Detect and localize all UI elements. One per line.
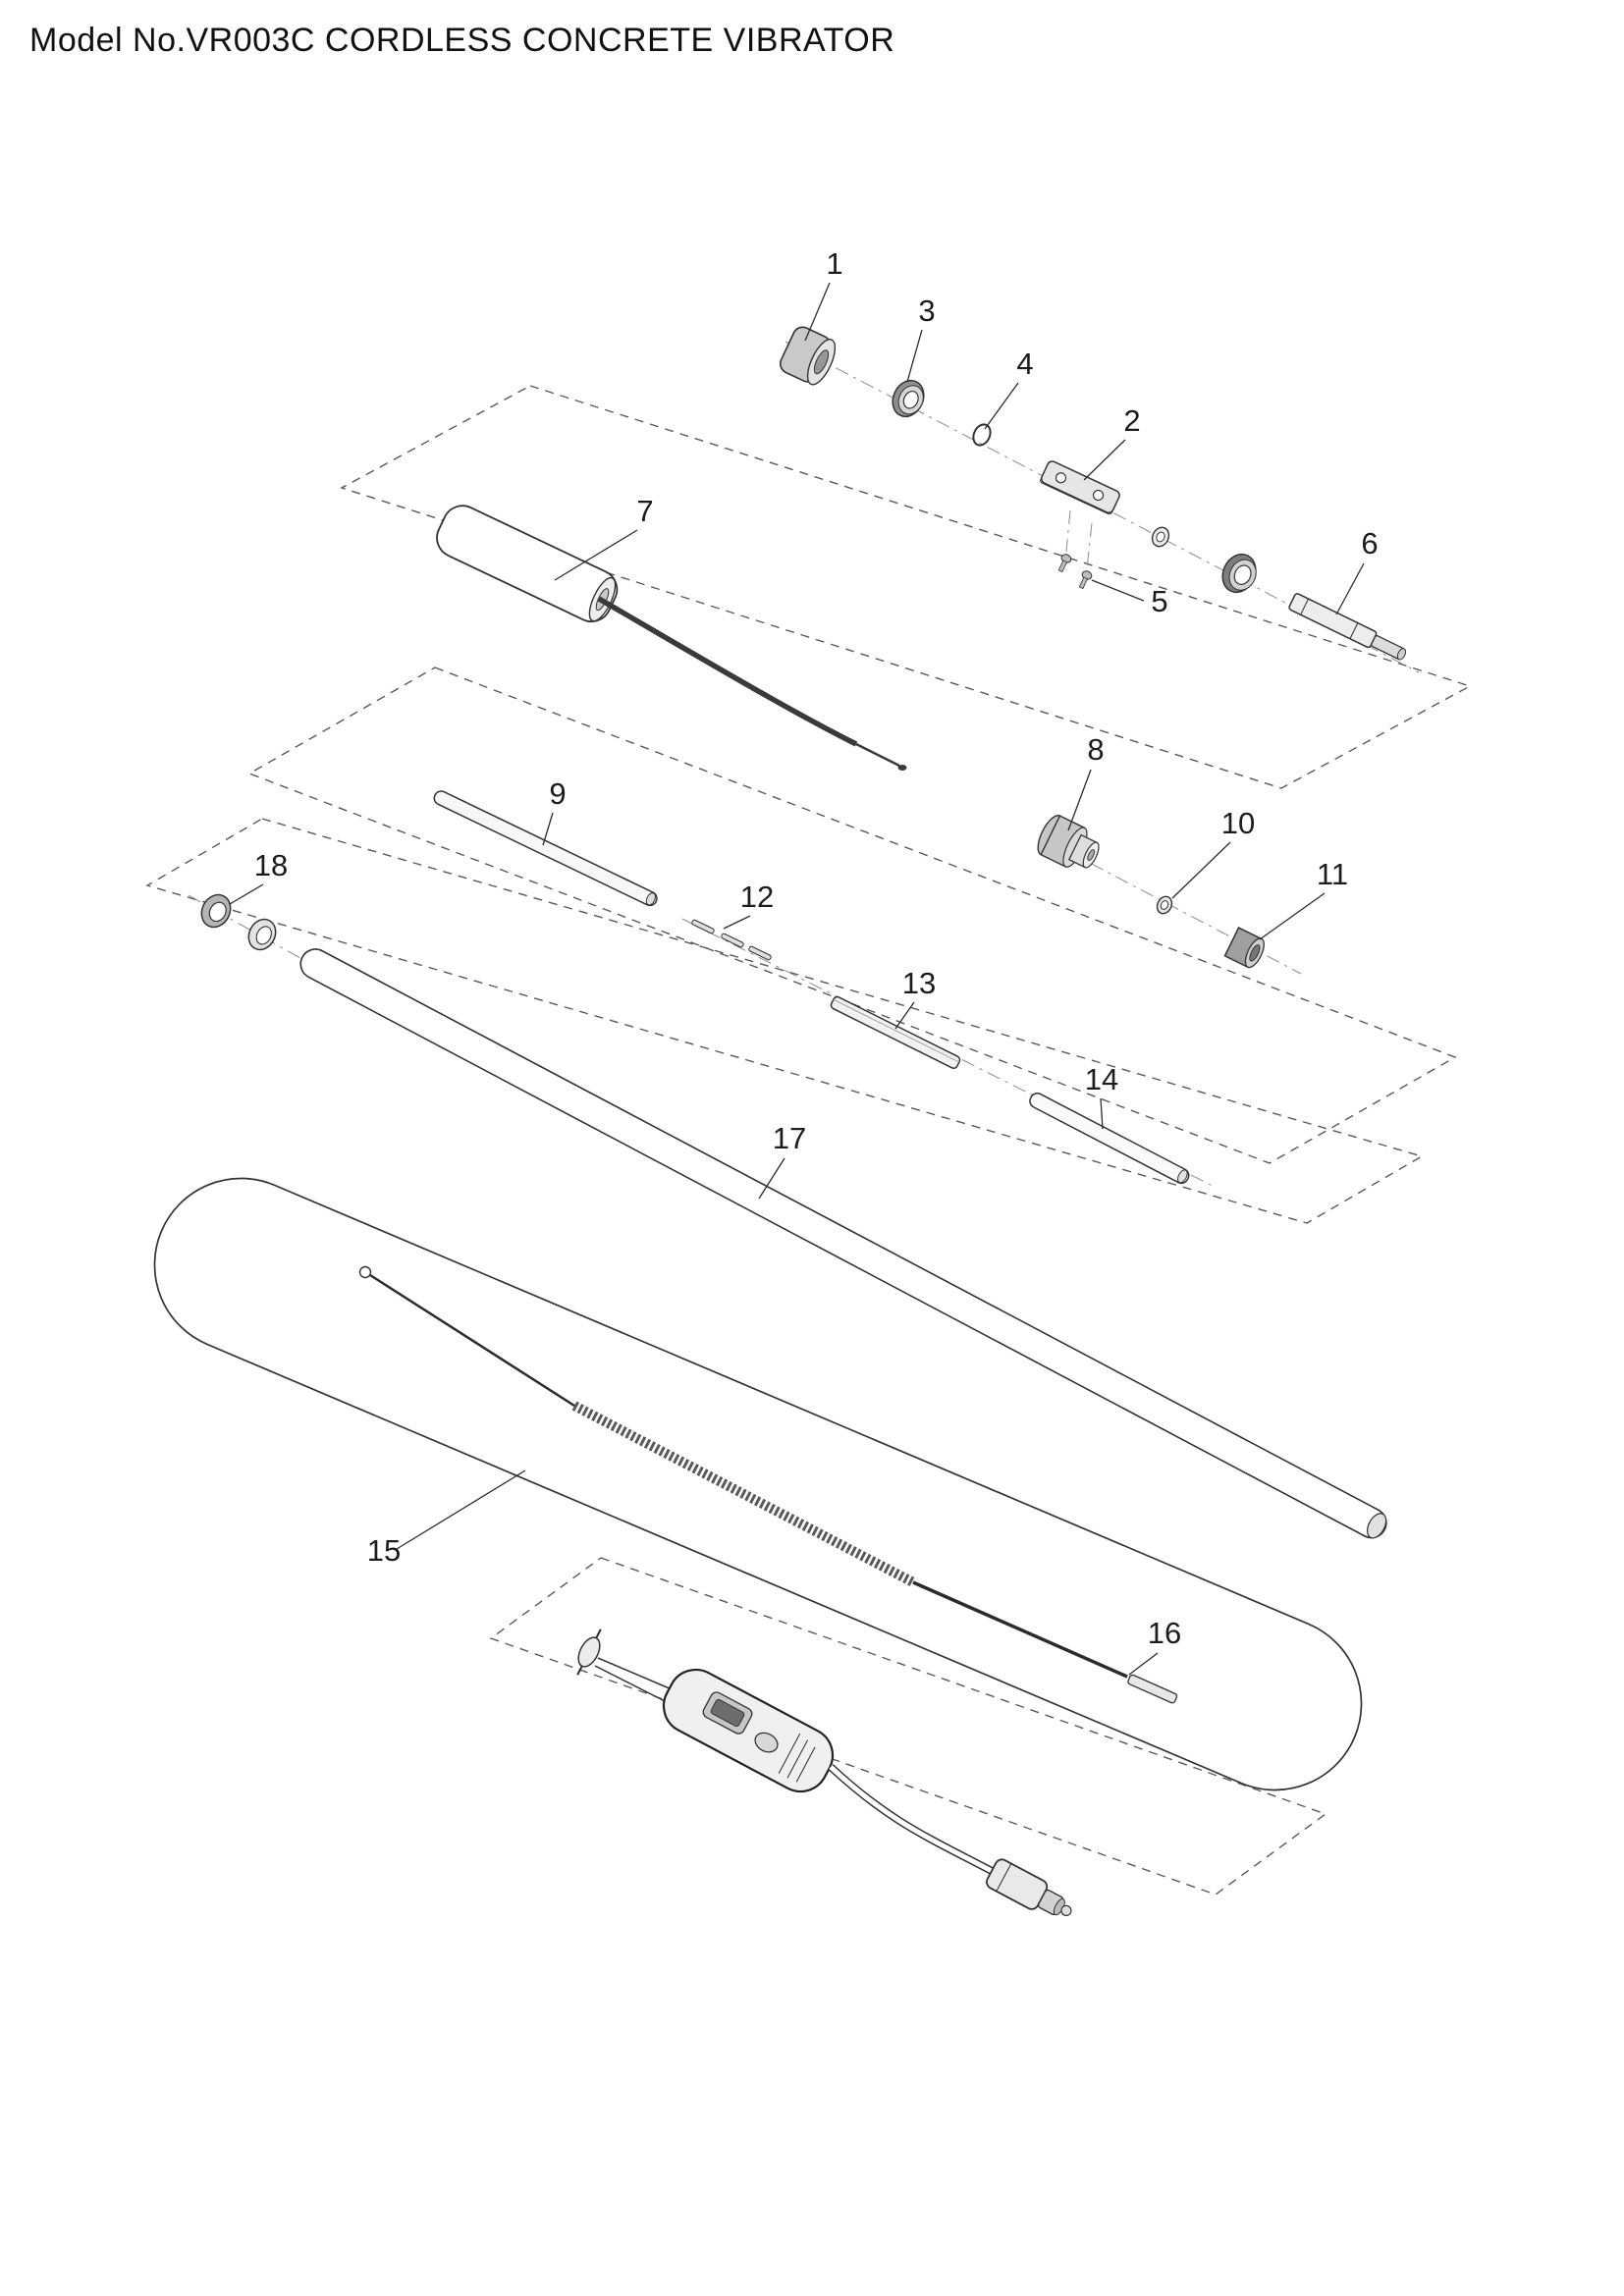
washer-small <box>1151 526 1170 548</box>
part-label-8: 8 <box>1087 732 1104 767</box>
part-17-long-tube <box>299 948 1387 1539</box>
part-label-1: 1 <box>826 246 842 281</box>
part-9-inner-tube <box>433 790 658 907</box>
part-label-9: 9 <box>549 776 566 811</box>
boundary-box-3 <box>145 818 1424 1224</box>
part-13-tube-section <box>830 995 961 1070</box>
part-label-11: 11 <box>1317 857 1348 891</box>
part-14-tube-section <box>1029 1093 1190 1185</box>
screw-axis-2 <box>1086 522 1093 570</box>
part-10-washer <box>1156 895 1173 915</box>
part-label-3: 3 <box>918 294 935 328</box>
boundary-box-1 <box>340 385 1472 789</box>
part-label-6: 6 <box>1361 526 1378 561</box>
cable-icon <box>828 1764 994 1875</box>
part-11-sleeve-nut <box>1223 927 1265 969</box>
part-12-pins <box>691 919 772 961</box>
boundary-box-2 <box>247 667 1457 1164</box>
leader-line-17 <box>758 1157 785 1200</box>
leader-lines <box>229 282 1365 1676</box>
part-label-7: 7 <box>636 494 653 528</box>
handle-control-unit <box>576 1629 1072 1916</box>
part-label-14: 14 <box>1085 1062 1118 1096</box>
leader-line-15 <box>396 1469 526 1550</box>
leader-line-11 <box>1259 892 1326 940</box>
leader-line-6 <box>1335 562 1365 615</box>
part-label-2: 2 <box>1123 403 1140 438</box>
boundary-box-4 <box>489 1557 1327 1896</box>
part-label-4: 4 <box>1016 347 1033 381</box>
part-15-outer-casing <box>153 1177 1363 1791</box>
part-label-16: 16 <box>1148 1616 1181 1650</box>
part-16-flexible-shaft <box>358 1265 1178 1704</box>
bearing-rear <box>1221 553 1257 594</box>
screw-axis-1 <box>1065 509 1071 553</box>
part-label-10: 10 <box>1221 806 1255 840</box>
part-number-labels: 1 3 4 2 5 6 7 8 9 10 11 12 13 18 14 17 1… <box>254 246 1379 1650</box>
leader-line-9 <box>542 812 554 846</box>
part-label-5: 5 <box>1151 584 1167 618</box>
part-label-13: 13 <box>902 966 936 1000</box>
part-18-rings <box>200 893 277 951</box>
part-2-bracket-plate <box>1040 460 1120 515</box>
leader-line-5 <box>1091 579 1145 602</box>
diagram-title: Model No.VR003C CORDLESS CONCRETE VIBRAT… <box>29 22 895 59</box>
leader-line-1 <box>804 282 831 342</box>
part-5-screws <box>1057 554 1093 590</box>
leader-line-3 <box>906 329 923 383</box>
part-8-coupling <box>1037 815 1100 869</box>
leader-line-2 <box>1083 439 1126 481</box>
power-button-icon <box>754 1732 779 1753</box>
part-7-head-tube <box>436 505 907 771</box>
leader-line-8 <box>1067 769 1092 831</box>
leader-line-10 <box>1171 841 1231 899</box>
part-label-12: 12 <box>740 880 774 914</box>
leader-line-13 <box>894 1001 915 1030</box>
leader-line-12 <box>723 915 751 930</box>
center-axis-coupling <box>1064 849 1302 975</box>
part-1-end-cap <box>779 326 837 386</box>
leader-line-7 <box>554 529 638 581</box>
flexible-core-icon <box>597 596 858 747</box>
part-4-retaining-ring <box>972 423 992 447</box>
center-axis-top <box>785 341 1420 673</box>
part-label-18: 18 <box>254 848 288 882</box>
part-6-drive-shaft <box>1288 593 1407 661</box>
part-label-17: 17 <box>773 1121 806 1155</box>
part-label-15: 15 <box>367 1533 401 1568</box>
coil-section-icon <box>571 1401 916 1587</box>
leader-line-14 <box>1100 1097 1104 1130</box>
leader-line-16 <box>1128 1652 1159 1676</box>
leader-line-18 <box>229 883 264 905</box>
part-3-bearing <box>892 379 925 418</box>
leader-line-4 <box>984 382 1019 430</box>
power-connector <box>986 1858 1072 1916</box>
